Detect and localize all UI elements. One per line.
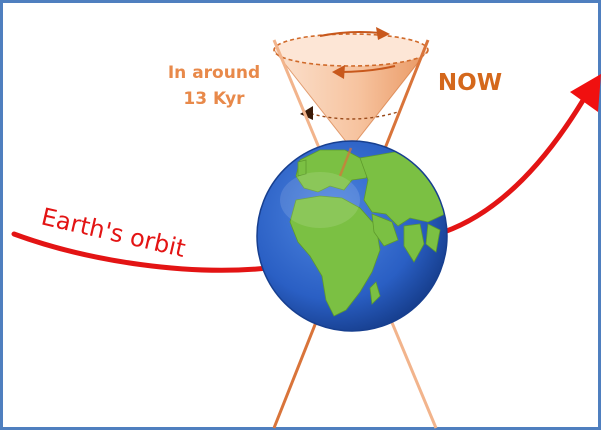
precession-cone — [273, 33, 429, 149]
rotation-arrow-middle — [332, 65, 396, 79]
label-earths-orbit: Earth's orbit — [39, 203, 188, 263]
label-future-line1: In around — [168, 63, 260, 83]
axis-north-stub — [338, 147, 353, 177]
rotation-arrow-lower — [300, 106, 313, 120]
orbit-arrowhead — [570, 74, 601, 112]
label-now: NOW — [438, 70, 502, 96]
label-future-line2: 13 Kyr — [183, 89, 245, 109]
earth-globe — [256, 140, 448, 332]
rotation-arrow-top — [319, 27, 390, 40]
orbit-path — [11, 89, 591, 273]
